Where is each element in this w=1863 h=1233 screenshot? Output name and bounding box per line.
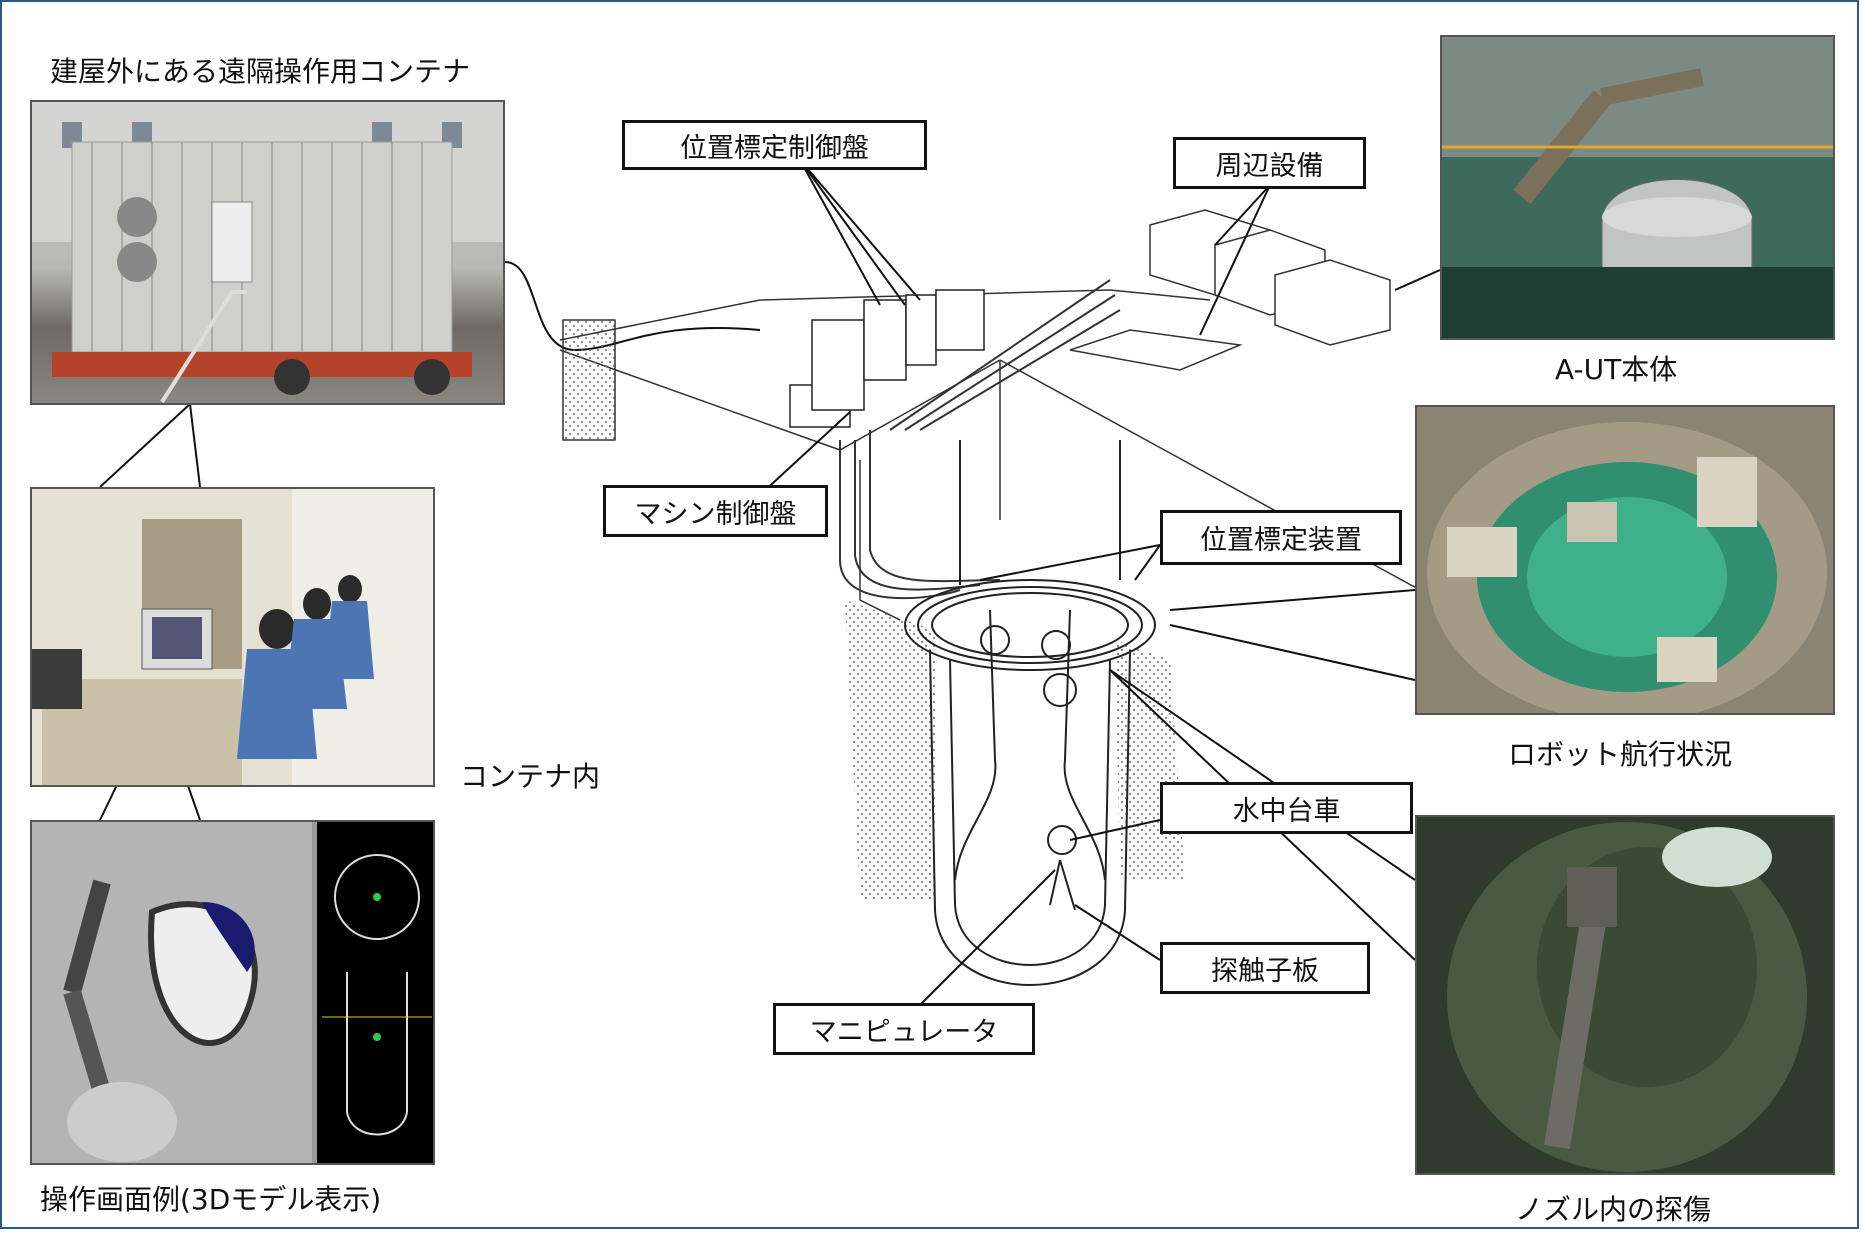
screen-example-caption: 操作画面例(3Dモデル表示) (40, 1183, 382, 1216)
machine-control-panel-label: マシン制御盤 (603, 485, 828, 537)
positioning-device-label: 位置標定装置 (1160, 510, 1402, 565)
container-cable (504, 261, 761, 352)
manipulator-label: マニピュレータ (773, 1003, 1035, 1055)
peripheral-blocks (1069, 209, 1391, 371)
3d-model-illustration (32, 822, 433, 1163)
robot-status-photo (1415, 405, 1835, 715)
operators-illustration (32, 489, 433, 785)
container-inside-caption: コンテナ内 (460, 760, 601, 793)
aut-body-illustration (1442, 37, 1833, 338)
nozzle-inspection-caption: ノズル内の探傷 (1515, 1193, 1712, 1226)
nozzle-inspection-photo (1415, 815, 1835, 1175)
floor-wall-hatch (562, 319, 616, 441)
aut-body-photo (1440, 35, 1835, 340)
container-inside-photo (30, 487, 435, 787)
cable-trays (839, 279, 1121, 600)
probe-plate-label: 探触子板 (1160, 942, 1370, 994)
reactor-vessel (904, 440, 1156, 986)
position-control-panel-label: 位置標定制御盤 (622, 120, 927, 170)
container-outside-caption: 建屋外にある遠隔操作用コンテナ (50, 55, 471, 88)
screen-example-photo (30, 820, 435, 1165)
container-outside-photo (30, 100, 505, 405)
underwater-cart-label: 水中台車 (1160, 782, 1413, 834)
nozzle-interior-illustration (1417, 817, 1833, 1173)
container-truck-illustration (32, 102, 503, 403)
operating-floor (559, 289, 1421, 621)
cavity-wall-hatch-left (845, 600, 935, 900)
robot-status-caption: ロボット航行状況 (1508, 738, 1733, 771)
aut-body-caption: A-UT本体 (1555, 353, 1678, 386)
robot-in-vessel-illustration (1417, 407, 1833, 713)
control-cabinets (789, 289, 985, 428)
peripheral-equipment-label: 周辺設備 (1173, 137, 1366, 189)
